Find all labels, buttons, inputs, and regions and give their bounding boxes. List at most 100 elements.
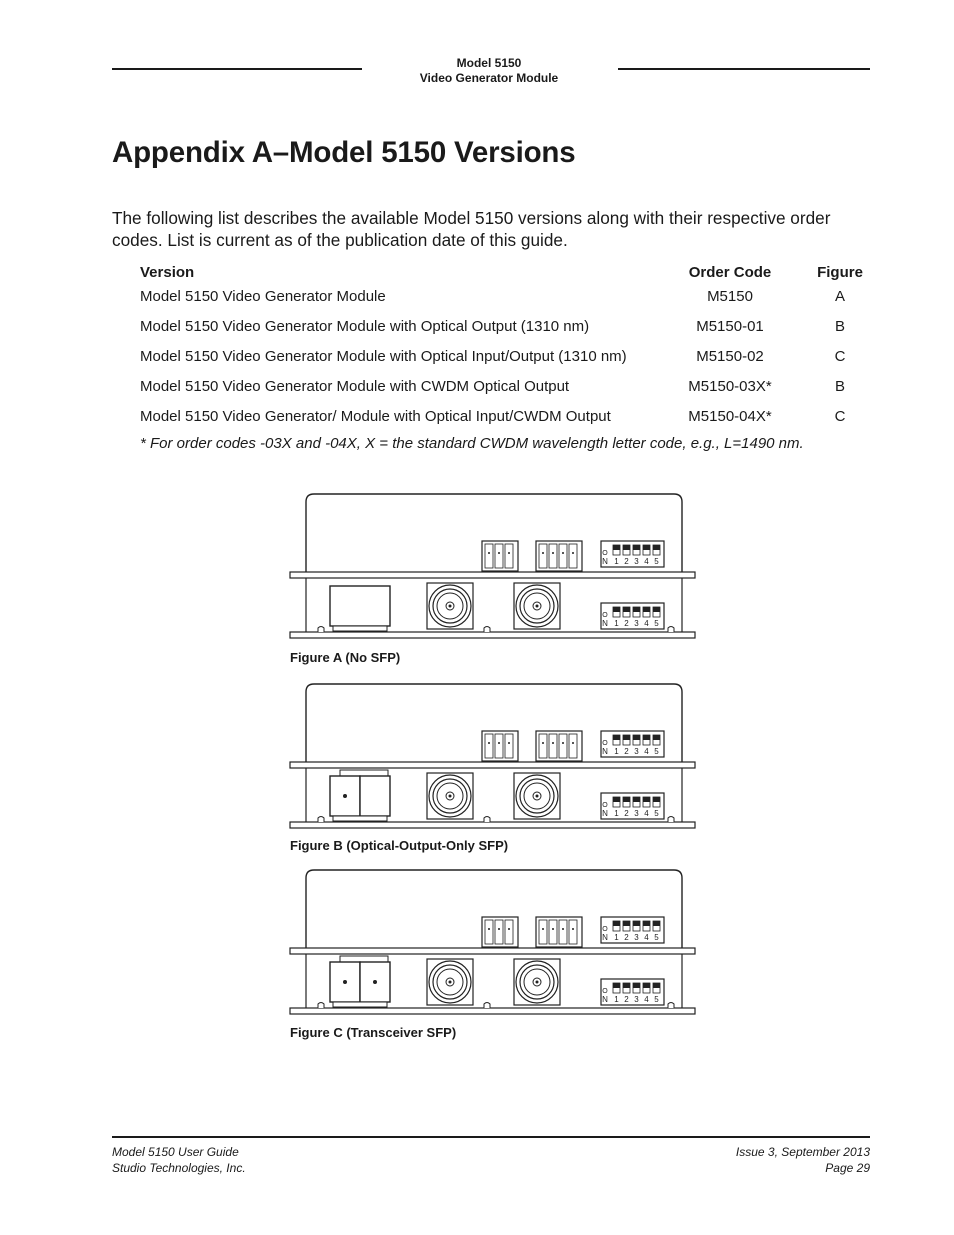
terminal-slot (504, 919, 514, 945)
dip-on-label: O (602, 802, 608, 809)
dip-switch-lever (653, 983, 660, 988)
sfp-port-right (359, 775, 391, 817)
dip-number-label: 4 (644, 995, 649, 1004)
module-housing (305, 493, 683, 572)
dip-switch-lever (623, 735, 630, 740)
version-name: Model 5150 Video Generator Module with C… (140, 378, 570, 395)
header-order-code: Order Code (688, 264, 772, 281)
terminal-slot (548, 733, 558, 759)
bnc-pin-center (535, 980, 539, 984)
sfp-fiber-right (373, 980, 377, 984)
dip-switch-lever (633, 545, 640, 550)
dip-switch-lever (653, 545, 660, 550)
sfp-fiber-left (343, 980, 347, 984)
rail-tab (667, 816, 675, 822)
dip-switch-lever (653, 921, 660, 926)
terminal-slot (494, 919, 504, 945)
module-housing (305, 869, 683, 948)
figure-ref: B (834, 318, 845, 335)
dip-number-label: 5 (654, 557, 659, 566)
dip-switch-lever (643, 545, 650, 550)
figure-ref: B (834, 378, 845, 395)
rail-tab (317, 626, 325, 632)
dip-number-label: 3 (634, 809, 639, 818)
dip-switch-lever (613, 607, 620, 612)
dip-number-label: 5 (654, 995, 659, 1004)
version-name: Model 5150 Video Generator Module with O… (140, 318, 590, 335)
sfp-cage-base (332, 815, 388, 822)
terminal-slot (568, 543, 578, 569)
dip-number-label: 4 (644, 747, 649, 756)
dip-switch-lever (633, 921, 640, 926)
dip-number-label: 3 (634, 933, 639, 942)
dip-number-label: 3 (634, 619, 639, 628)
dip-number-label: 4 (644, 619, 649, 628)
running-header: Model 5150 Video Generator Module (360, 56, 618, 86)
rail-tab (317, 816, 325, 822)
dip-number-label: 2 (624, 747, 629, 756)
terminal-slot (484, 733, 494, 759)
footer-guide-title: Model 5150 User Guide (112, 1145, 239, 1159)
dip-on-label: N (602, 747, 608, 756)
terminal-screw (572, 552, 574, 554)
rail-tab (483, 1002, 491, 1008)
figure-ref: C (834, 348, 846, 365)
footer-page: Page 29 (825, 1161, 870, 1175)
dip-number-label: 3 (634, 557, 639, 566)
terminal-slot (568, 919, 578, 945)
figure-b-caption: Figure B (Optical-Output-Only SFP) (290, 838, 509, 853)
header-model: Model 5150 (456, 56, 522, 70)
intro-paragraph: The following list describes the availab… (112, 208, 831, 250)
dip-number-label: 1 (614, 995, 619, 1004)
dip-switch-lever (633, 983, 640, 988)
order-code: M5150 (707, 288, 753, 305)
dip-switch-lever (643, 797, 650, 802)
version-name: Model 5150 Video Generator Module with O… (140, 348, 627, 365)
dip-switch-lever (643, 735, 650, 740)
terminal-slot (538, 733, 548, 759)
dip-on-label: N (602, 557, 608, 566)
bnc-pin-center (448, 794, 452, 798)
header-figure: Figure (817, 264, 863, 281)
terminal-screw (562, 928, 564, 930)
terminal-slot (484, 919, 494, 945)
dip-switch-lever (633, 607, 640, 612)
dip-switch-lever (653, 735, 660, 740)
terminal-screw (572, 928, 574, 930)
terminal-screw (498, 742, 500, 744)
footer-right: Issue 3, September 2013 Page 29 (736, 1144, 870, 1176)
footer-rule (112, 1136, 870, 1138)
dip-on-label: N (602, 619, 608, 628)
rail-tab (667, 626, 675, 632)
terminal-screw (488, 552, 490, 554)
terminal-slot (558, 543, 568, 569)
dip-number-label: 3 (634, 747, 639, 756)
dip-switch-lever (623, 983, 630, 988)
upper-rail (289, 571, 696, 579)
dip-number-label: 4 (644, 933, 649, 942)
terminal-screw (562, 742, 564, 744)
dip-number-label: 5 (654, 809, 659, 818)
terminal-screw (508, 928, 510, 930)
terminal-slot (494, 733, 504, 759)
terminal-slot (568, 733, 578, 759)
table-row: Model 5150 Video Generator Module with O… (140, 348, 875, 368)
dip-switch-lever (613, 735, 620, 740)
sfp-latch (339, 955, 389, 963)
rail-tab (317, 1002, 325, 1008)
table-header-row: Version Order Code Figure (140, 264, 875, 284)
module-housing (305, 683, 683, 762)
header-rule-right (618, 68, 870, 70)
terminal-screw (498, 928, 500, 930)
table-row: Model 5150 Video Generator/ Module with … (140, 408, 875, 428)
dip-on-label: O (602, 988, 608, 995)
terminal-screw (508, 552, 510, 554)
terminal-screw (488, 742, 490, 744)
version-name: Model 5150 Video Generator Module (140, 288, 386, 305)
terminal-screw (552, 742, 554, 744)
dip-number-label: 1 (614, 809, 619, 818)
dip-switch-lever (643, 607, 650, 612)
